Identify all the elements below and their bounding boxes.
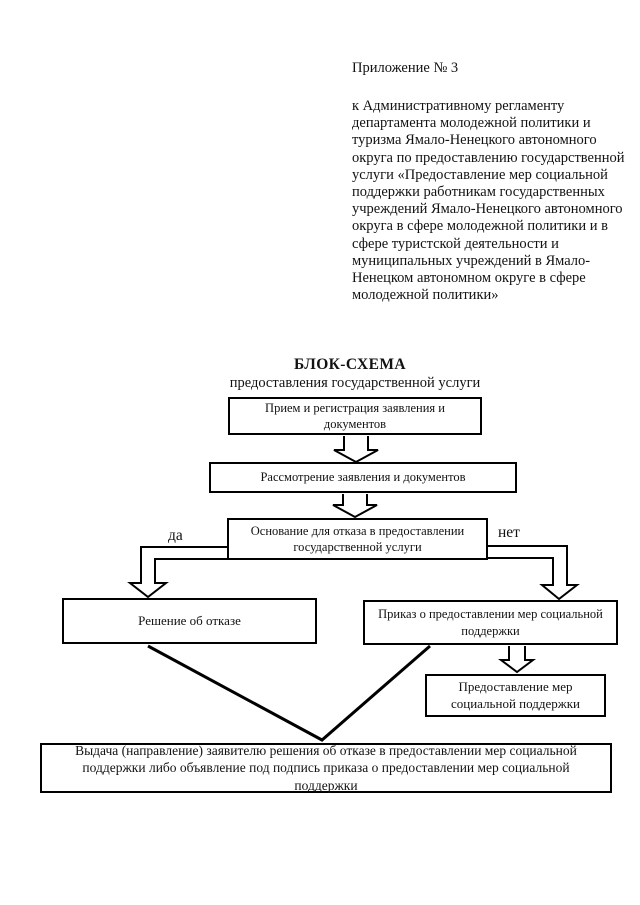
node-receive: Прием и регистрация заявления и документ… [228,397,482,435]
node-refusal: Решение об отказе [62,598,317,644]
down-arrow-order-provision-icon [498,646,536,674]
node-decision: Основание для отказа в предоставлении го… [227,518,488,560]
node-provision: Предоставление мер социальной поддержки [425,674,606,717]
flowchart-title: БЛОК-СХЕМА [293,356,406,373]
elbow-arrow-no-branch-icon [488,545,580,601]
label-no: нет [498,524,520,541]
down-arrow-receive-review-icon [333,436,379,464]
regulation-reference: к Административному регламенту департаме… [352,98,625,304]
elbow-arrow-yes-branch-icon [127,546,227,599]
node-review: Рассмотрение заявления и документов [209,462,517,493]
funnel-converge-lines [147,644,431,742]
node-order: Приказ о предоставлении мер социальной п… [363,600,618,645]
down-arrow-review-decision-icon [332,494,378,519]
label-yes: да [168,527,183,544]
node-issuance: Выдача (направление) заявителю решения о… [40,743,612,793]
flowchart-subtitle: предоставления государственной услуги [229,375,481,391]
appendix-label: Приложение № 3 [352,60,459,76]
